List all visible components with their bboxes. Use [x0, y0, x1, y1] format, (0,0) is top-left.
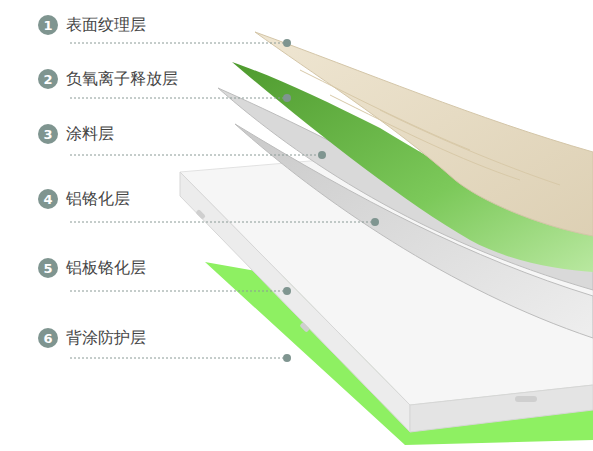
texture-grain [300, 70, 560, 185]
callout-number: 1 [38, 15, 58, 35]
layer-name: 负氧离子释放层 [66, 69, 178, 88]
callout-number: 2 [38, 69, 58, 89]
callout-number: 4 [38, 189, 58, 209]
slab-side [410, 385, 593, 432]
texture-sheet [255, 32, 593, 236]
callout-number: 3 [38, 124, 58, 144]
layer-name: 铝板铬化层 [66, 258, 146, 277]
layer-name: 涂料层 [66, 124, 114, 143]
slot [195, 209, 206, 220]
layer-name: 铝铬化层 [66, 189, 130, 208]
layer-name: 表面纹理层 [66, 15, 146, 34]
slot [515, 396, 537, 402]
callout-item: 4 铝铬化层 [38, 189, 130, 209]
callout-number: 6 [38, 328, 58, 348]
callout-item: 6 背涂防护层 [38, 328, 146, 348]
callout-item: 3 涂料层 [38, 124, 114, 144]
callout-item: 1 表面纹理层 [38, 15, 146, 35]
callout-number: 5 [38, 258, 58, 278]
callout-item: 5 铝板铬化层 [38, 258, 146, 278]
callout-item: 2 负氧离子释放层 [38, 69, 178, 89]
leader-dots [283, 39, 379, 362]
slot [299, 322, 310, 333]
layer-name: 背涂防护层 [66, 328, 146, 347]
